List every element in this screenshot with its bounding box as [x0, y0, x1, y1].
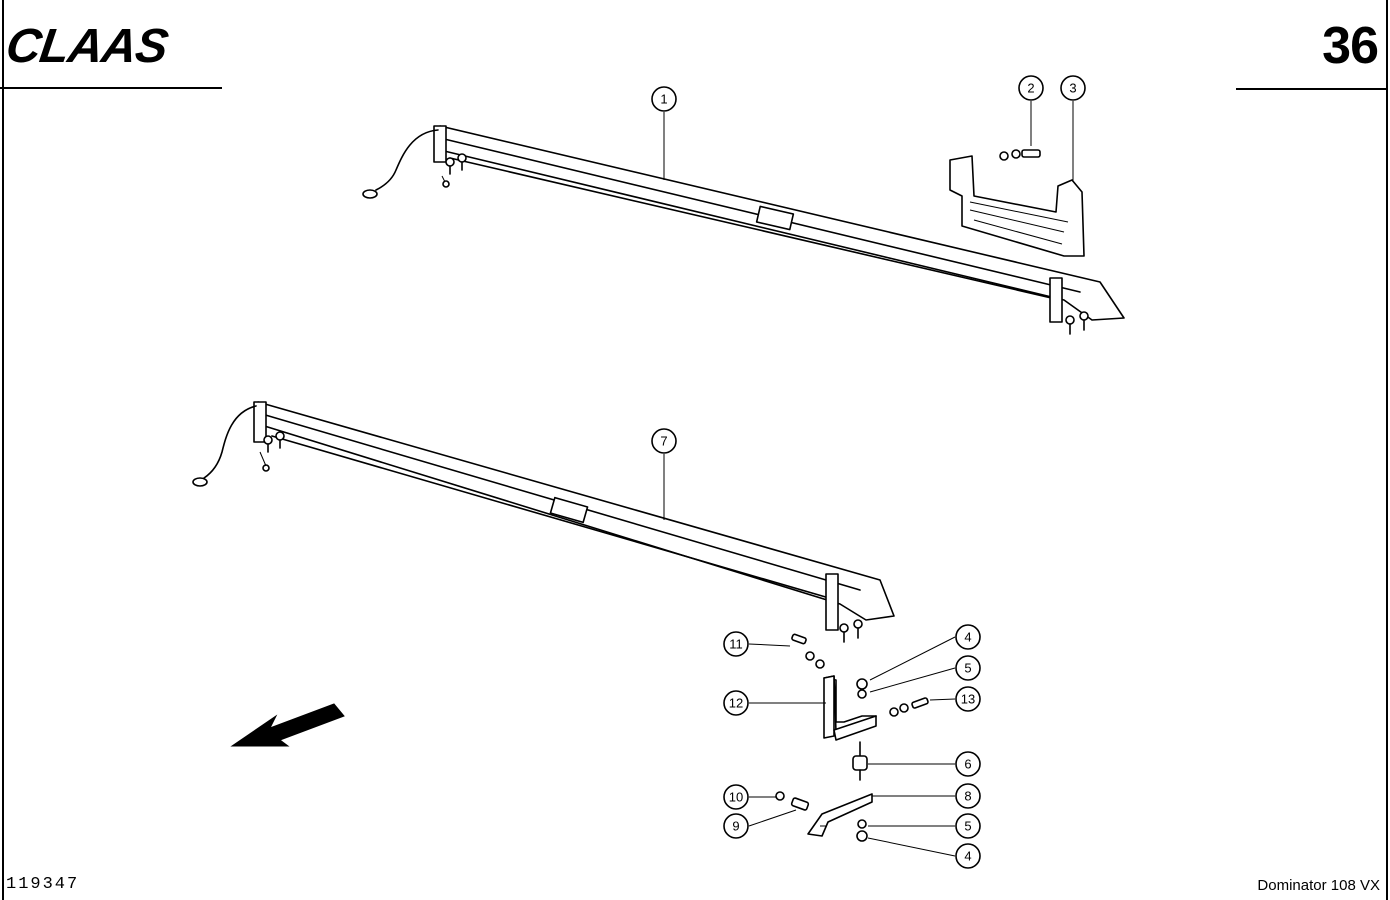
- svg-text:1: 1: [660, 92, 667, 107]
- svg-text:2: 2: [1027, 81, 1034, 96]
- callout-1: 1: [651, 86, 677, 112]
- callout-6: 6: [955, 751, 981, 777]
- svg-text:5: 5: [964, 819, 971, 834]
- svg-text:9: 9: [732, 819, 739, 834]
- callout-4-lower: 4: [955, 843, 981, 869]
- svg-text:7: 7: [660, 434, 667, 449]
- upper-rail-assembly: [362, 125, 1125, 335]
- svg-text:10: 10: [729, 790, 743, 805]
- svg-text:12: 12: [729, 696, 743, 711]
- callout-5-lower: 5: [955, 813, 981, 839]
- svg-text:4: 4: [964, 630, 971, 645]
- callout-8: 8: [955, 783, 981, 809]
- callout-5-upper: 5: [955, 655, 981, 681]
- leader-lines: [663, 101, 1074, 857]
- cover-plate-assembly: [949, 149, 1085, 257]
- callout-7: 7: [651, 428, 677, 454]
- forward-direction-arrow-icon: [230, 703, 345, 747]
- upper-rail-right-mounts: [1065, 311, 1089, 335]
- callout-9: 9: [723, 813, 749, 839]
- callout-10: 10: [723, 784, 749, 810]
- machine-model: Dominator 108 VX: [1257, 877, 1380, 894]
- svg-text:11: 11: [729, 637, 743, 652]
- callout-2: 2: [1018, 75, 1044, 101]
- svg-text:8: 8: [964, 789, 971, 804]
- upper-rail-left-mounts: [445, 153, 467, 175]
- frame-right-edge: [1386, 0, 1388, 900]
- document-number: 119347: [6, 875, 80, 894]
- lower-rail-cable: [203, 405, 257, 479]
- brand-logo: CLAAS: [8, 22, 228, 68]
- callout-11: 11: [723, 631, 749, 657]
- callout-3: 3: [1060, 75, 1086, 101]
- callout-4-upper: 4: [955, 624, 981, 650]
- page-number: 36: [1322, 17, 1379, 75]
- header-rule-right: [1236, 88, 1388, 90]
- lower-rail-left-mounts: [263, 431, 285, 453]
- svg-text:CLAAS: CLAAS: [8, 22, 171, 68]
- claas-logo-icon: CLAAS: [8, 22, 171, 68]
- bracket-mount-assembly: [775, 633, 929, 842]
- header-rule-left: [0, 87, 222, 89]
- svg-text:5: 5: [964, 661, 971, 676]
- upper-rail-cable: [375, 129, 439, 191]
- svg-text:6: 6: [964, 757, 971, 772]
- callout-12: 12: [723, 690, 749, 716]
- frame-left-edge: [2, 0, 4, 900]
- svg-text:3: 3: [1069, 81, 1076, 96]
- svg-text:13: 13: [961, 692, 975, 707]
- callout-13: 13: [955, 686, 981, 712]
- lower-rail-right-mounts: [839, 619, 863, 643]
- svg-text:4: 4: [964, 849, 971, 864]
- lower-rail-cable-connector: [192, 477, 208, 487]
- upper-rail-cable-connector: [362, 189, 378, 199]
- lower-rail-assembly: [192, 401, 895, 643]
